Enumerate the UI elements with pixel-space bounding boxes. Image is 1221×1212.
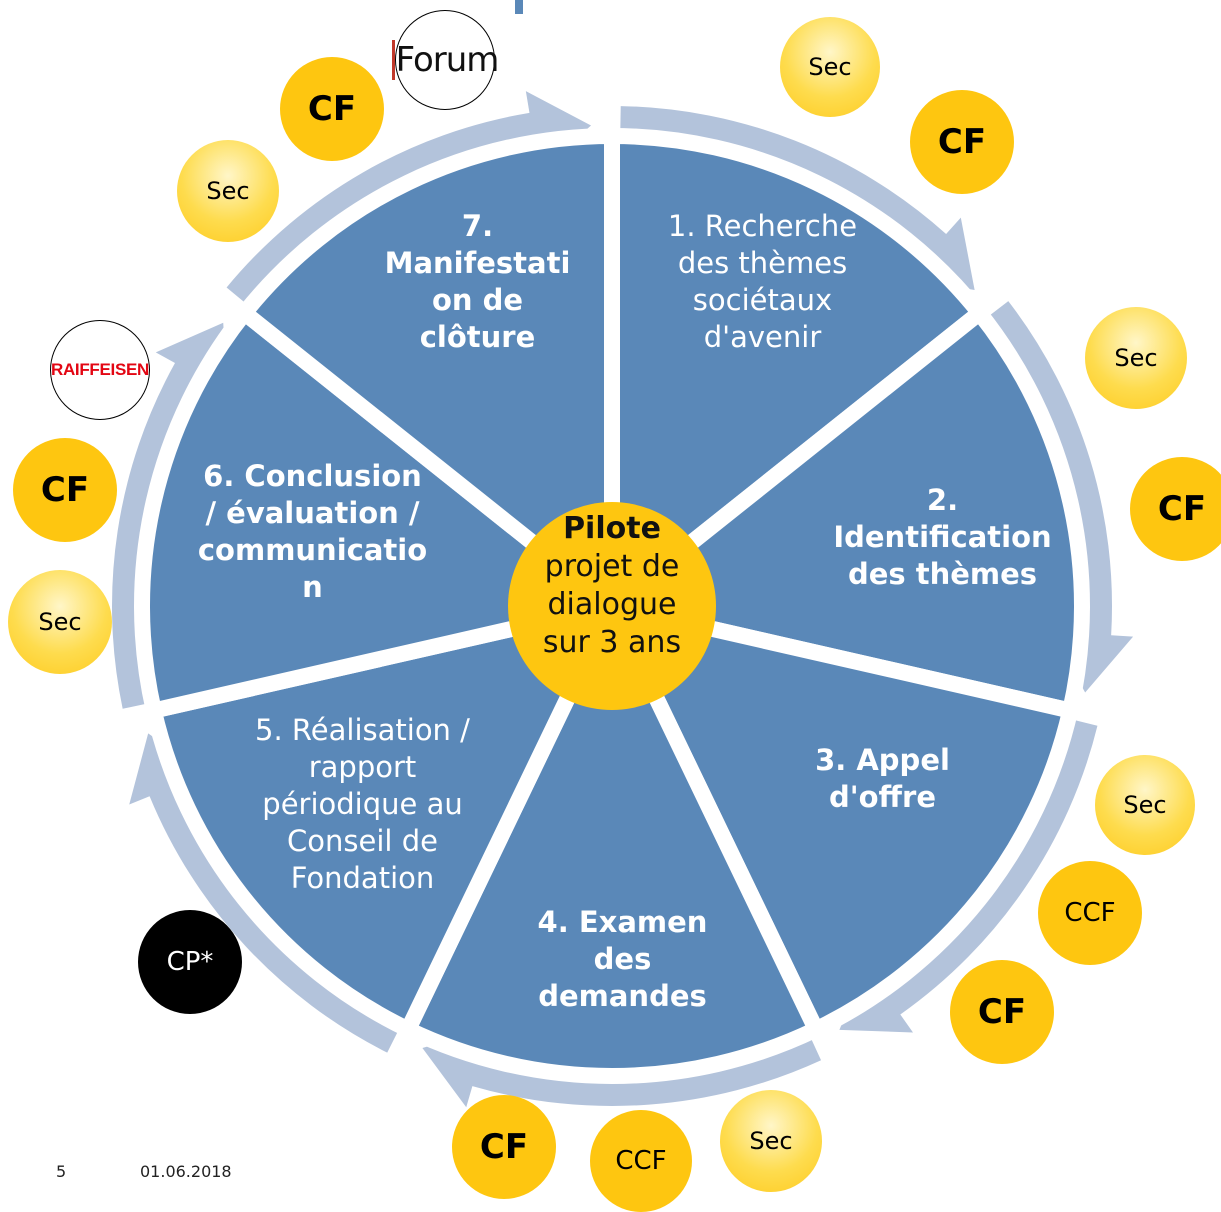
segment-1-label: 1. Recherche des thèmes sociétaux d'aven… <box>667 209 858 354</box>
sec-badge: Sec <box>8 570 112 674</box>
segment-3 <box>597 594 1080 1041</box>
forum-logo: Forum <box>391 40 499 80</box>
cycle-arrow-2 <box>978 301 1134 693</box>
segment-5-label: 5. Réalisation / rapport périodique au C… <box>255 713 470 895</box>
ccf-badge: CCF <box>1038 861 1142 965</box>
segment-6 <box>134 301 630 721</box>
segment-2-label: 2. Identification des thèmes <box>833 483 1052 591</box>
page-number: 5 <box>56 1162 67 1181</box>
ccf-badge: CCF <box>590 1110 692 1212</box>
segment-5 <box>144 594 627 1041</box>
segment-4 <box>397 587 827 1085</box>
segment-7-label: 7. Manifestati on de clôture <box>384 209 571 354</box>
forum-logo-badge: Forum <box>391 10 499 110</box>
segment-7 <box>233 127 620 623</box>
segment-ring <box>134 127 1091 1085</box>
sec-badge: Sec <box>780 17 880 117</box>
footer-date: 01.06.2018 <box>140 1162 232 1181</box>
center-title: Pilote <box>563 511 661 546</box>
cf-badge: CF <box>280 57 384 161</box>
cf-badge: CF <box>13 438 117 542</box>
sec-badge: Sec <box>177 140 279 242</box>
center-label: Pilote projet de dialogue sur 3 ans <box>508 510 716 662</box>
sec-badge: Sec <box>1095 755 1195 855</box>
segment-3-label: 3. Appel d'offre <box>815 743 950 814</box>
raiffeisen-logo-badge: RAIFFEISEN <box>50 320 150 420</box>
top-accent-bar <box>515 0 523 14</box>
cp-badge: CP* <box>138 910 242 1014</box>
cf-badge: CF <box>1130 457 1221 561</box>
cycle-arrow-4 <box>422 1025 822 1108</box>
sec-badge: Sec <box>1085 307 1187 409</box>
segment-2 <box>594 301 1091 721</box>
segment-4-label: 4. Examen des demandes <box>537 905 708 1013</box>
segment-6-label: 6. Conclusion / évaluation / communicati… <box>197 459 428 604</box>
cf-badge: CF <box>910 90 1014 194</box>
sec-badge: Sec <box>720 1090 822 1192</box>
center-subtitle: projet de dialogue sur 3 ans <box>542 549 682 660</box>
cf-badge: CF <box>452 1095 556 1199</box>
raiffeisen-logo: RAIFFEISEN <box>50 360 150 379</box>
center-pilot-circle <box>508 502 716 710</box>
segment-1 <box>604 127 991 623</box>
cf-badge: CF <box>950 960 1054 1064</box>
